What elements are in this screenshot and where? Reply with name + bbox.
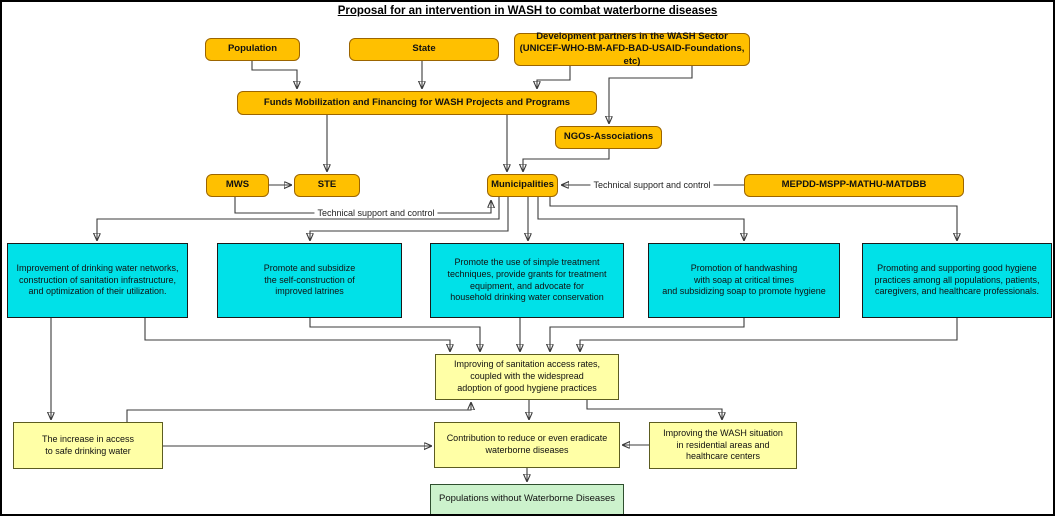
- arrow-latrines-to-sanitation: [309, 318, 480, 351]
- node-population: Population: [205, 38, 300, 61]
- node-reduce-waterborne-diseases: Contribution to reduce or even eradicate…: [434, 422, 620, 468]
- arrow-safewater-to-sanitation: [126, 403, 471, 422]
- arrow-devpartners-to-funds: [537, 66, 571, 88]
- node-handwashing-promotion: Promotion of handwashing with soap at cr…: [648, 243, 840, 318]
- arrow-ngos-to-municipalities: [523, 149, 610, 171]
- node-sanitation-access-rates: Improving of sanitation access rates, co…: [435, 354, 619, 400]
- arrow-networks-to-sanitation: [144, 318, 450, 351]
- node-mepdd-ministries: MEPDD-MSPP-MATHU-MATDBB: [744, 174, 964, 197]
- node-improve-water-networks: Improvement of drinking water networks, …: [7, 243, 188, 318]
- node-simple-treatment: Promote the use of simple treatment tech…: [430, 243, 624, 318]
- node-ngos-associations: NGOs-Associations: [555, 126, 662, 149]
- node-improved-latrines: Promote and subsidize the self-construct…: [217, 243, 402, 318]
- node-funds-mobilization: Funds Mobilization and Financing for WAS…: [237, 91, 597, 115]
- node-good-hygiene-practices: Promoting and supporting good hygiene pr…: [862, 243, 1052, 318]
- edge-label-technical-support-right: Technical support and control: [590, 180, 714, 190]
- arrow-municipalities-to-latrines: [310, 197, 509, 240]
- node-ste: STE: [294, 174, 360, 197]
- arrow-handwashing-to-sanitation: [550, 318, 745, 351]
- diagram-title: Proposal for an intervention in WASH to …: [337, 5, 718, 17]
- arrow-devpartners-to-ngos: [609, 66, 693, 123]
- node-safe-drinking-water: The increase in access to safe drinking …: [13, 422, 163, 469]
- node-populations-without-diseases: Populations without Waterborne Diseases: [430, 484, 624, 514]
- arrow-population-to-funds: [251, 61, 297, 88]
- arrow-hygiene-to-sanitation: [580, 318, 958, 351]
- node-wash-situation: Improving the WASH situation in resident…: [649, 422, 797, 469]
- node-mws: MWS: [206, 174, 269, 197]
- arrow-municipalities-to-hygiene: [549, 197, 957, 240]
- edge-label-technical-support-left: Technical support and control: [314, 208, 438, 218]
- arrow-municipalities-to-handwashing: [537, 197, 744, 240]
- arrow-sanitation-to-washsituation: [586, 400, 722, 419]
- node-state: State: [349, 38, 499, 61]
- arrow-municipalities-to-networks: [97, 197, 500, 240]
- node-municipalities: Municipalities: [487, 174, 558, 197]
- node-development-partners: Development partners in the WASH Sector …: [514, 31, 750, 67]
